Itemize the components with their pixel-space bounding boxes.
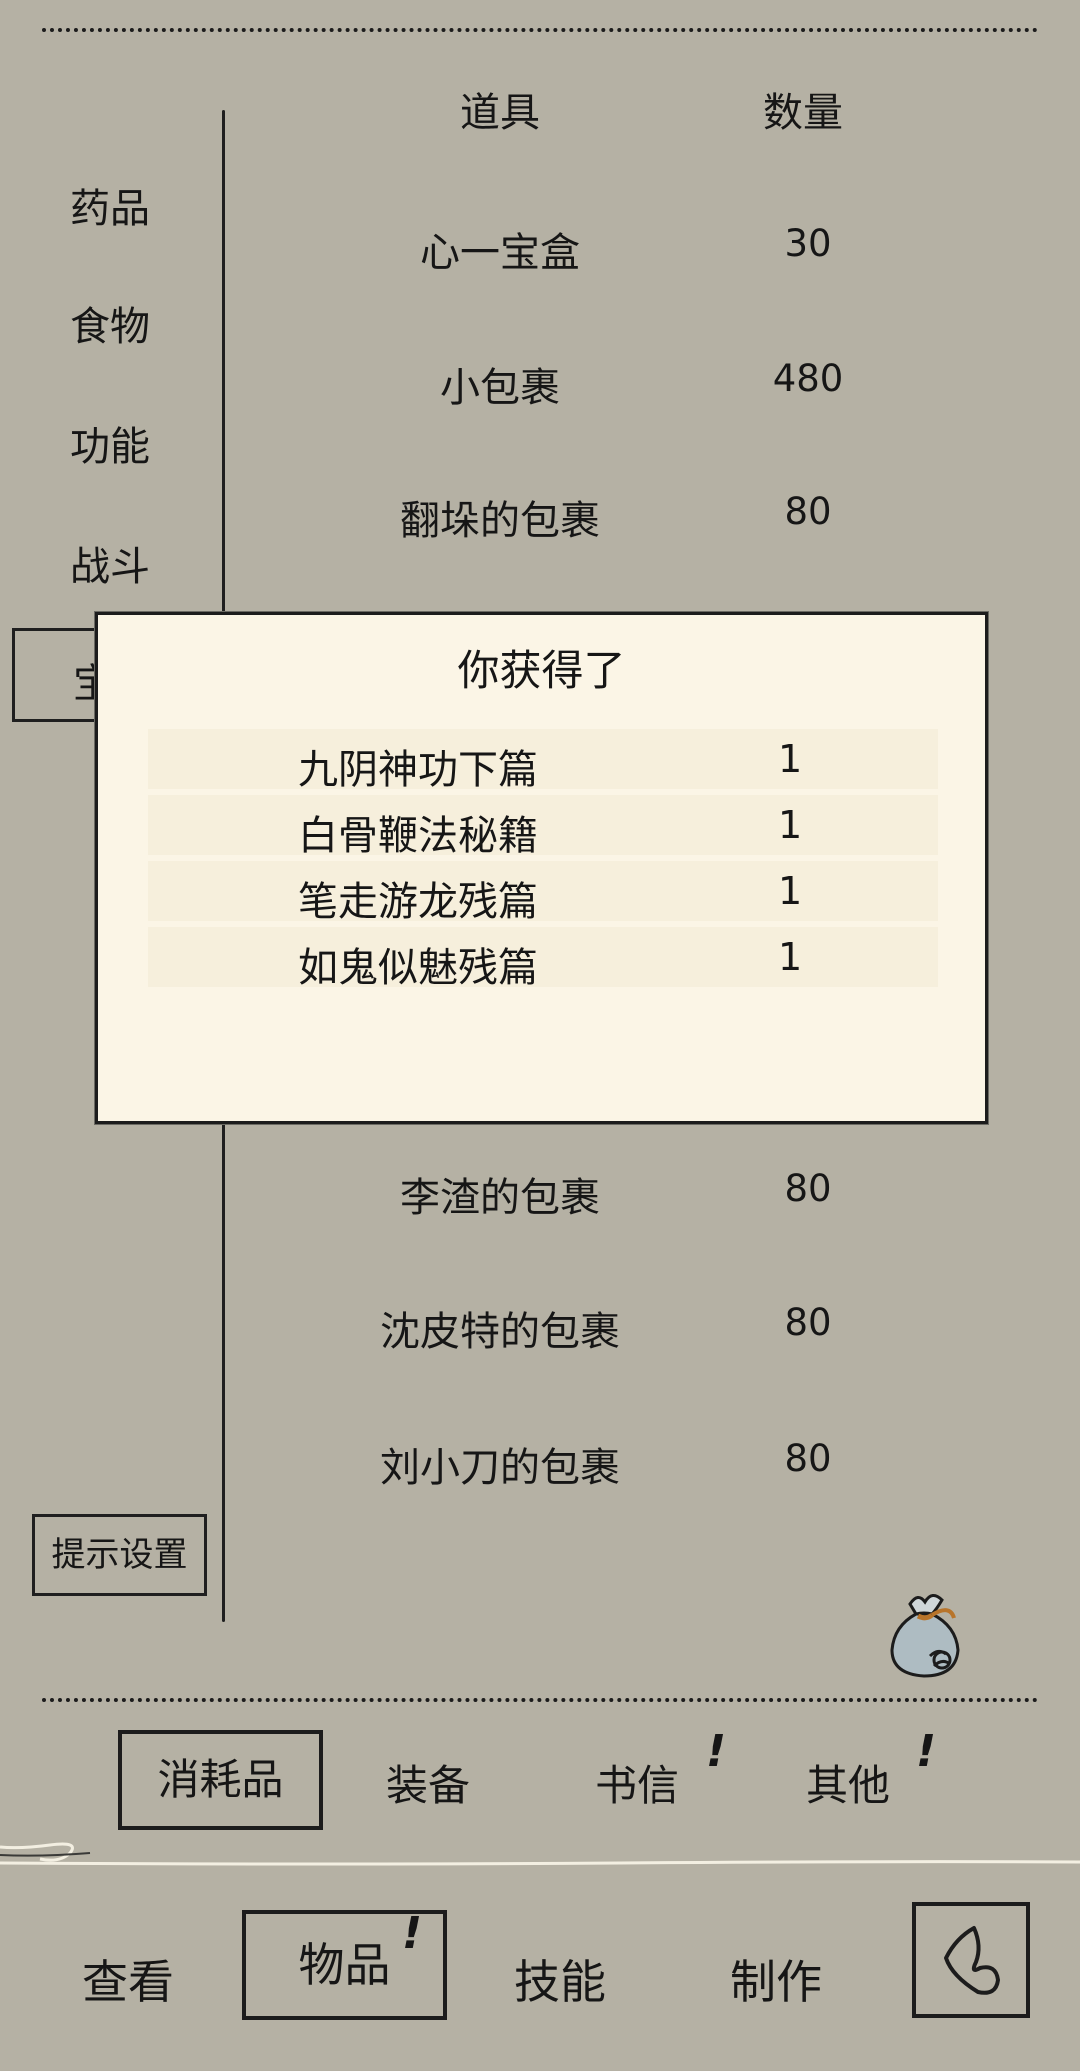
item-qty: 80: [784, 490, 832, 533]
item-qty: 30: [784, 222, 832, 265]
back-arrow-icon: [944, 1926, 1000, 1995]
items-alert-mark: !: [402, 1908, 423, 1959]
item-name[interactable]: 李渣的包裹: [400, 1175, 600, 1221]
reward-qty: 1: [778, 803, 803, 847]
subtab-equipment[interactable]: 装备: [386, 1761, 471, 1810]
ink-swirl-divider: [0, 1842, 1080, 1866]
main-tab-view[interactable]: 查看: [82, 1955, 174, 2009]
reward-row: 笔走游龙残篇 1: [148, 861, 938, 925]
item-qty: 80: [784, 1301, 832, 1344]
subtab-letters[interactable]: 书信: [595, 1761, 680, 1810]
reward-name: 九阴神功下篇: [298, 747, 538, 793]
reward-row: 如鬼似魅残篇 1: [148, 927, 938, 991]
reward-row: 九阴神功下篇 1: [148, 729, 938, 793]
item-qty: 80: [784, 1167, 832, 1210]
category-medicine[interactable]: 药品: [70, 186, 150, 232]
other-alert-mark: !: [916, 1726, 937, 1777]
reward-qty: 1: [778, 737, 803, 781]
main-tab-skills[interactable]: 技能: [514, 1955, 606, 2009]
subtab-consumables[interactable]: 消耗品: [118, 1730, 323, 1830]
subtab-other[interactable]: 其他: [806, 1761, 891, 1810]
reward-qty: 1: [778, 869, 803, 913]
item-qty: 480: [772, 357, 844, 400]
reward-dialog[interactable]: 你获得了 九阴神功下篇 1 白骨鞭法秘籍 1 笔走游龙残篇 1 如鬼似魅残篇 1: [95, 612, 988, 1124]
cloth-bag-icon[interactable]: [880, 1582, 970, 1682]
header-qty-column: 数量: [763, 90, 843, 136]
back-button[interactable]: [912, 1902, 1030, 2018]
item-name[interactable]: 翻垛的包裹: [400, 498, 600, 544]
tip-settings-button[interactable]: 提示设置: [32, 1514, 207, 1596]
item-qty: 80: [784, 1437, 832, 1480]
item-name[interactable]: 心一宝盒: [420, 230, 580, 276]
reward-name: 白骨鞭法秘籍: [298, 813, 538, 859]
subtab-consumables-label: 消耗品: [157, 1755, 284, 1804]
category-function[interactable]: 功能: [70, 424, 150, 470]
category-food[interactable]: 食物: [70, 304, 150, 350]
main-tab-items[interactable]: 物品: [242, 1910, 447, 2020]
reward-name: 如鬼似魅残篇: [298, 945, 538, 991]
header-item-column: 道具: [460, 90, 540, 136]
letters-alert-mark: !: [706, 1726, 727, 1777]
top-divider: [42, 28, 1038, 32]
item-name[interactable]: 刘小刀的包裹: [380, 1445, 620, 1491]
reward-name: 笔走游龙残篇: [298, 879, 538, 925]
reward-dialog-title: 你获得了: [457, 646, 626, 695]
bottom-divider: [42, 1698, 1038, 1702]
main-tab-crafting[interactable]: 制作: [730, 1955, 822, 2009]
category-combat[interactable]: 战斗: [70, 544, 150, 590]
reward-row: 白骨鞭法秘籍 1: [148, 795, 938, 859]
item-name[interactable]: 沈皮特的包裹: [380, 1309, 620, 1355]
main-tab-items-label: 物品: [298, 1938, 391, 1992]
reward-qty: 1: [778, 935, 803, 979]
item-name[interactable]: 小包裹: [440, 365, 560, 411]
